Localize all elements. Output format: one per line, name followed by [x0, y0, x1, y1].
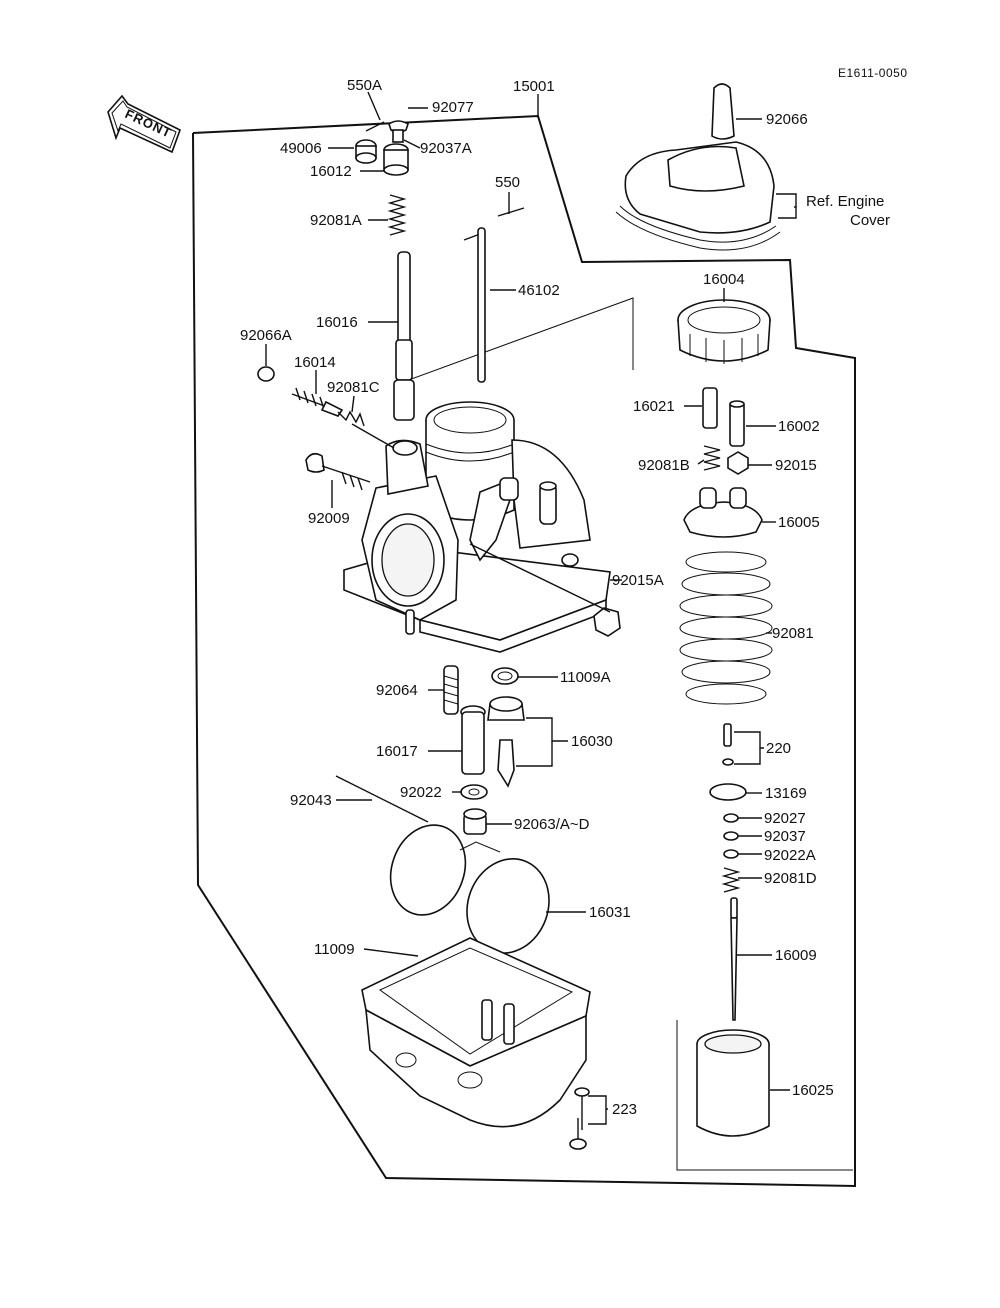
label-16014: 16014: [294, 354, 336, 371]
float-bowl: [365, 999, 587, 1128]
label-92066A: 92066A: [240, 327, 292, 344]
label-16017: 16017: [376, 743, 418, 760]
rod-46102: [463, 227, 486, 383]
plate-13169: [709, 783, 747, 801]
label-92009: 92009: [308, 510, 350, 527]
slide-16025: [696, 1029, 770, 1137]
label-92081A: 92081A: [310, 212, 362, 229]
jet-92064: [443, 665, 459, 715]
label-92081C: 92081C: [327, 379, 380, 396]
valve-seat-16030: [487, 696, 525, 788]
front-arrow: FRONT: [107, 94, 181, 154]
label-92037: 92037: [764, 828, 806, 845]
assembly-inner-line: [394, 297, 634, 386]
label-16031: 16031: [589, 904, 631, 921]
nut-92015A: [593, 607, 621, 637]
float-16031: [389, 824, 550, 954]
label-92077: 92077: [432, 99, 474, 116]
label-16009: 16009: [775, 947, 817, 964]
label-92015A: 92015A: [612, 572, 664, 589]
label-49006: 49006: [280, 140, 322, 157]
assembly-frame: [192, 114, 856, 1188]
label-223: 223: [612, 1101, 637, 1118]
label-92015: 92015: [775, 457, 817, 474]
nut-92015: [727, 451, 749, 475]
jet-92063: [463, 808, 487, 835]
screws-223: [569, 1087, 590, 1150]
label-16012: 16012: [310, 163, 352, 180]
label-92022: 92022: [400, 784, 442, 801]
clip-92037: [723, 831, 739, 841]
spring-92081: [679, 551, 773, 705]
screw-92009: [305, 452, 371, 491]
assembly-inner-line-2: [676, 1020, 853, 1171]
spring-92081B: [703, 445, 721, 471]
plug-92066A: [257, 366, 275, 382]
engine-cover: [615, 141, 781, 251]
label-15001: 15001: [513, 78, 555, 95]
adjuster-16002: [729, 400, 745, 447]
spring-92081C: [337, 410, 365, 427]
spring-92081A: [387, 194, 407, 236]
pin-550: [497, 207, 525, 217]
label-16030: 16030: [571, 733, 613, 750]
label-92081D: 92081D: [764, 870, 817, 887]
label-92066: 92066: [766, 111, 808, 128]
pin-550A: [365, 121, 385, 132]
label-92081: 92081: [772, 625, 814, 642]
ref-note-line2: Cover: [850, 212, 890, 229]
label-16016: 16016: [316, 314, 358, 331]
cap-49006: [355, 139, 377, 164]
adjuster-16021: [702, 387, 718, 429]
screw-92077: [388, 120, 409, 143]
label-13169: 13169: [765, 785, 807, 802]
leader-lines: [265, 91, 797, 1125]
screw-220: [722, 723, 734, 766]
screw-16014: [291, 387, 344, 417]
label-16025: 16025: [792, 1082, 834, 1099]
diagram-code: E1611-0050: [838, 66, 908, 80]
label-16002: 16002: [778, 418, 820, 435]
needle-jet-16017: [460, 705, 486, 775]
label-92064: 92064: [376, 682, 418, 699]
label-220: 220: [766, 740, 791, 757]
label-550: 550: [495, 174, 520, 191]
label-92022A: 92022A: [764, 847, 816, 864]
label-16005: 16005: [778, 514, 820, 531]
label-16021: 16021: [633, 398, 675, 415]
label-92081B: 92081B: [638, 457, 690, 474]
cap-16005: [683, 487, 763, 538]
slide-16016: [393, 251, 415, 421]
label-92063: 92063/A~D: [514, 816, 590, 833]
label-11009A: 11009A: [560, 669, 611, 686]
label-46102: 46102: [518, 282, 560, 299]
nut-16012: [383, 143, 409, 176]
washer-11009A: [491, 667, 519, 685]
label-16004: 16004: [703, 271, 745, 288]
label-92043: 92043: [290, 792, 332, 809]
washer-92027: [723, 813, 739, 823]
pin-92043: [335, 775, 429, 823]
needle-16009: [730, 897, 738, 1021]
label-92037A: 92037A: [420, 140, 472, 157]
part-labels: 550A 92077 15001 49006 92037A 16012 9206…: [240, 77, 890, 1118]
label-550A: 550A: [347, 77, 382, 94]
label-92027: 92027: [764, 810, 806, 827]
ref-note-line1: Ref. Engine: [806, 193, 884, 210]
spring-92081D: [721, 867, 741, 893]
carburetor-body-15001: [343, 401, 611, 653]
washer-92022: [460, 784, 488, 800]
washer-92022A: [723, 849, 739, 859]
label-11009: 11009: [314, 941, 355, 958]
cap-92066: [711, 83, 735, 140]
cap-16004: [677, 299, 771, 364]
